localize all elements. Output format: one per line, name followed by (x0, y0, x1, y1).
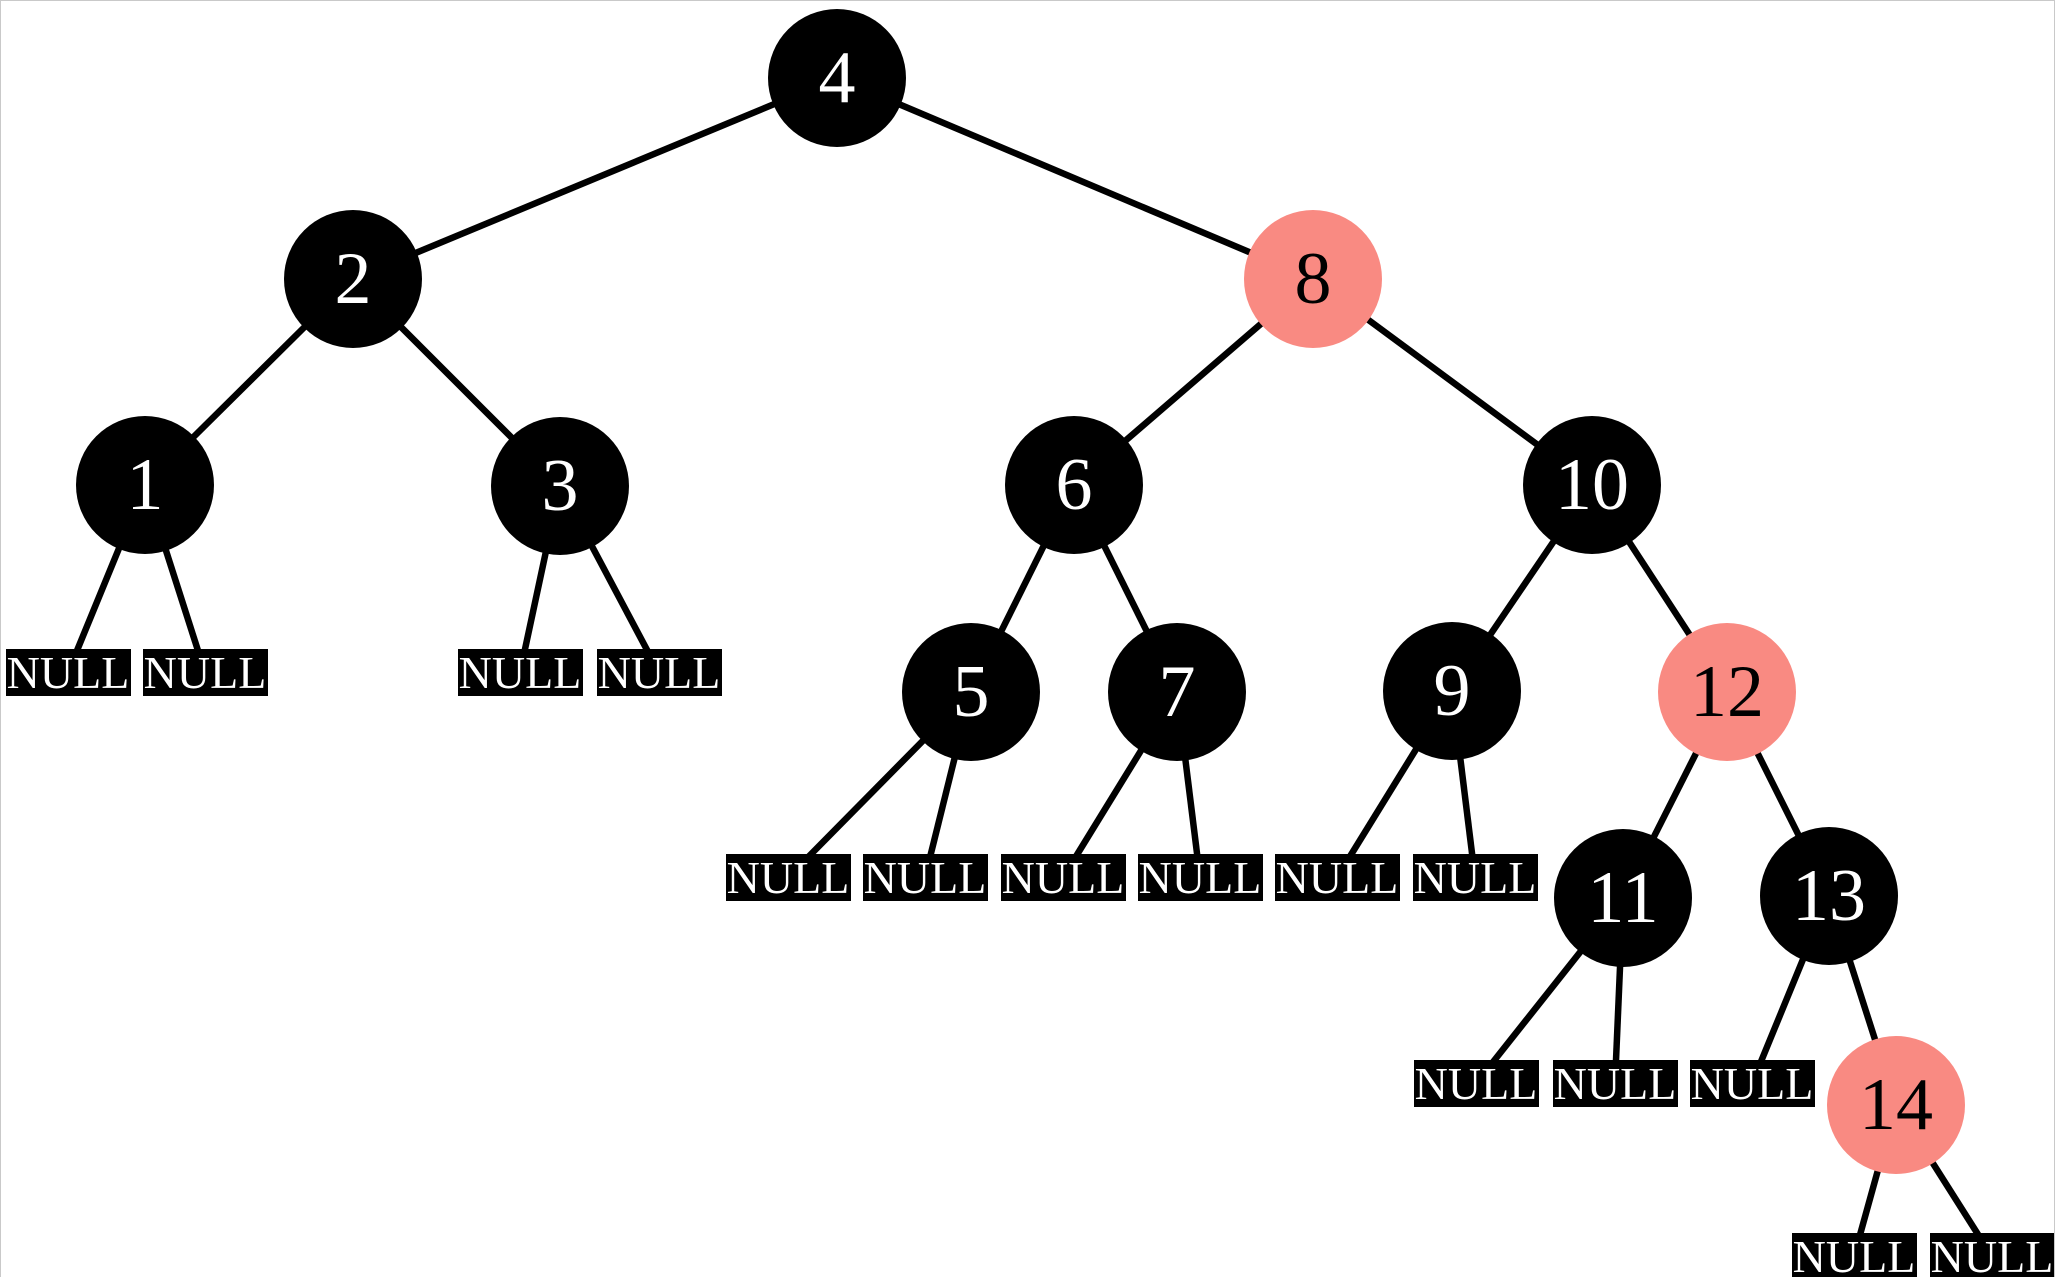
null-leaf-nD1: NULL (1791, 1231, 1917, 1277)
null-leaf-label: NULL (1930, 1231, 2054, 1277)
null-leaf-nB3: NULL (1000, 852, 1126, 903)
null-leaf-label: NULL (863, 852, 987, 903)
null-leaf-nA4: NULL (596, 647, 722, 698)
tree-node-label: 10 (1555, 444, 1629, 526)
tree-node-9: 9 (1383, 622, 1521, 760)
null-leaf-nA3: NULL (457, 647, 583, 698)
tree-node-label: 11 (1587, 857, 1659, 939)
null-leaf-label: NULL (1001, 852, 1125, 903)
tree-node-label: 12 (1690, 651, 1764, 733)
tree-node-label: 1 (126, 444, 164, 526)
null-leaf-label: NULL (1414, 1058, 1538, 1109)
edge-4-2 (351, 74, 839, 283)
tree-node-label: 2 (334, 238, 372, 320)
tree-node-label: 7 (1158, 651, 1196, 733)
null-leaf-nA1: NULL (5, 647, 131, 698)
null-leaf-nB4: NULL (1137, 852, 1263, 903)
null-leaf-label: NULL (726, 852, 850, 903)
edge-4-8 (835, 75, 1315, 282)
tree-node-label: 14 (1859, 1064, 1933, 1146)
tree-node-label: 5 (952, 651, 990, 733)
tree-node-label: 13 (1792, 855, 1866, 937)
null-leaf-nB1: NULL (725, 852, 851, 903)
tree-node-10: 10 (1523, 416, 1661, 554)
tree-node-label: 9 (1433, 650, 1471, 732)
null-leaf-label: NULL (1275, 852, 1399, 903)
tree-node-3: 3 (491, 417, 629, 555)
null-leaf-label: NULL (597, 647, 721, 698)
null-leaf-label: NULL (1413, 852, 1537, 903)
tree-node-2: 2 (284, 210, 422, 348)
tree-node-label: 8 (1294, 238, 1332, 320)
tree-node-14: 14 (1827, 1036, 1965, 1174)
null-leaf-label: NULL (1553, 1058, 1677, 1109)
tree-node-5: 5 (902, 623, 1040, 761)
null-leaf-nB2: NULL (862, 852, 988, 903)
tree-node-13: 13 (1760, 827, 1898, 965)
tree-node-11: 11 (1554, 829, 1692, 967)
null-leaf-nA2: NULL (142, 647, 268, 698)
tree-node-label: 6 (1055, 444, 1093, 526)
tree-node-7: 7 (1108, 623, 1246, 761)
null-leaf-label: NULL (143, 647, 267, 698)
null-leaf-nC1: NULL (1413, 1058, 1539, 1109)
null-leaf-nB5: NULL (1274, 852, 1400, 903)
null-leaf-nB6: NULL (1412, 852, 1538, 903)
tree-node-4: 4 (768, 9, 906, 147)
null-leaf-label: NULL (1138, 852, 1262, 903)
tree-node-6: 6 (1005, 416, 1143, 554)
null-leaf-label: NULL (458, 647, 582, 698)
tree-node-label: 3 (541, 445, 579, 527)
null-leaf-nC2: NULL (1552, 1058, 1678, 1109)
tree-node-label: 4 (818, 37, 856, 119)
tree-node-12: 12 (1658, 623, 1796, 761)
null-leaf-label: NULL (1792, 1231, 1916, 1277)
tree-node-8: 8 (1244, 210, 1382, 348)
null-leaf-nC3: NULL (1689, 1058, 1815, 1109)
null-leaf-label: NULL (6, 647, 130, 698)
null-leaf-nD2: NULL (1929, 1231, 2054, 1277)
null-leaf-label: NULL (1690, 1058, 1814, 1109)
tree-node-1: 1 (76, 416, 214, 554)
